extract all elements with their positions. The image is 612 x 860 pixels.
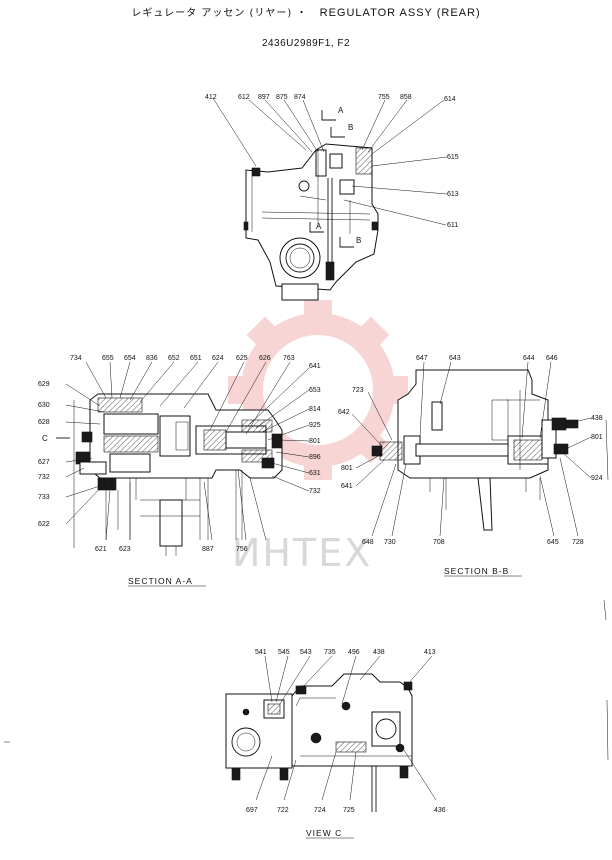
section-marker-a-bottom: A <box>316 222 322 231</box>
callout-413: 413 <box>424 649 436 656</box>
drawing-title: レギュレータ アッセン (リヤー) ・ REGULATOR ASSY (REAR… <box>0 4 612 19</box>
callout-625: 626 <box>259 355 271 362</box>
callout-612: 612 <box>238 94 250 101</box>
callout-801-right: 801 <box>591 434 603 441</box>
callout-541: 541 <box>255 649 267 656</box>
section-bb-drawing <box>351 361 592 537</box>
callout-630: 814 <box>309 406 321 413</box>
callout-730: 730 <box>384 539 396 546</box>
callout-925: 801 <box>309 438 321 445</box>
callout-646: 646 <box>546 355 558 362</box>
callout-708: 708 <box>433 539 445 546</box>
title-english: REGULATOR ASSY (REAR) <box>319 7 481 19</box>
callout-732-left: 733 <box>38 494 50 501</box>
callout-642: 642 <box>338 409 350 416</box>
callout-496: 496 <box>348 649 360 656</box>
callout-896: 627 <box>38 459 50 466</box>
callout-629: 653 <box>309 387 321 394</box>
callout-626: 763 <box>283 355 295 362</box>
callout-643: 643 <box>449 355 461 362</box>
callout-648: 648 <box>362 539 374 546</box>
callout-732-right: 732 <box>309 488 321 495</box>
callout-875: 875 <box>276 94 288 101</box>
callout-836: 836 <box>146 355 158 362</box>
callout-624: 625 <box>236 355 248 362</box>
callout-644: 644 <box>523 355 535 362</box>
section-bb-caption: SECTION B-B <box>444 566 509 576</box>
callout-438: 438 <box>591 415 603 422</box>
callout-623: 887 <box>202 546 214 553</box>
callout-641-bb: 641 <box>341 483 353 490</box>
callout-436: 436 <box>434 807 446 814</box>
scan-edge-marks <box>603 419 609 761</box>
section-aa-caption: SECTION A-A <box>128 576 193 586</box>
callout-924: 924 <box>591 475 603 482</box>
callout-897: 897 <box>258 94 270 101</box>
callout-412: 412 <box>205 94 217 101</box>
callout-613: 613 <box>447 191 459 198</box>
callout-641: 629 <box>38 381 50 388</box>
callout-814: 628 <box>38 419 50 426</box>
section-marker-b-bottom: B <box>356 236 361 245</box>
watermark-logo <box>228 300 408 480</box>
callout-611: 611 <box>447 222 458 229</box>
callout-654: 654 <box>124 355 136 362</box>
callout-631: 732 <box>38 474 50 481</box>
callout-874: 874 <box>294 94 306 101</box>
callout-438-vc: 438 <box>373 649 385 656</box>
callout-627: 631 <box>309 470 321 477</box>
callout-614: 614 <box>444 96 456 103</box>
title-japanese: レギュレータ アッセン (リヤー) ・ <box>131 8 308 19</box>
view-marker-c: C <box>42 434 48 443</box>
callout-763: 641 <box>309 363 321 370</box>
callout-655: 655 <box>102 355 114 362</box>
callout-545: 545 <box>278 649 290 656</box>
callout-652: 652 <box>168 355 180 362</box>
callout-601: 624 <box>212 355 224 362</box>
callout-651: 651 <box>190 355 202 362</box>
callout-621: 623 <box>119 546 131 553</box>
callout-733: 622 <box>38 521 50 528</box>
callout-697: 697 <box>246 807 258 814</box>
callout-725: 725 <box>343 807 355 814</box>
part-code: 2436U2989F1, F2 <box>261 38 351 49</box>
callout-801: 896 <box>309 454 321 461</box>
callout-801-left: 801 <box>341 465 353 472</box>
callout-543: 543 <box>300 649 312 656</box>
callout-735: 735 <box>324 649 336 656</box>
view-c-drawing <box>225 655 437 812</box>
callout-615: 615 <box>447 154 459 161</box>
callout-628: 925 <box>309 422 321 429</box>
callout-728: 728 <box>572 539 584 546</box>
callout-645: 645 <box>547 539 559 546</box>
callout-653: 630 <box>38 402 50 409</box>
watermark-text: ИНTEX <box>232 531 372 575</box>
callout-887: 756 <box>236 546 248 553</box>
top-view-drawing <box>212 97 448 301</box>
section-marker-b-top: B <box>348 123 353 132</box>
callout-723: 723 <box>352 387 364 394</box>
callout-734: 734 <box>70 355 82 362</box>
callout-724: 724 <box>314 807 326 814</box>
callout-647: 647 <box>416 355 428 362</box>
callout-858: 858 <box>400 94 412 101</box>
callout-722: 722 <box>277 807 289 814</box>
callout-755: 755 <box>378 94 390 101</box>
view-c-caption: VIEW C <box>306 828 342 838</box>
section-aa-drawing <box>56 361 310 556</box>
callout-622: 621 <box>95 546 107 553</box>
section-marker-a-top: A <box>338 106 344 115</box>
